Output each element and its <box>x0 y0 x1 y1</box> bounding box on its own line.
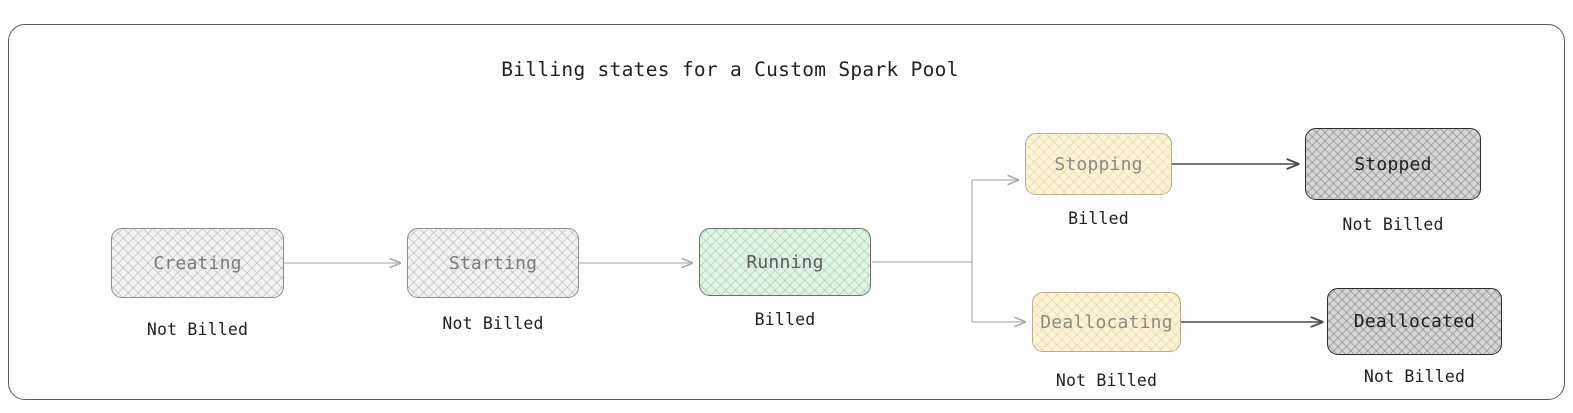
billing-caption-stopped: Not Billed <box>1342 215 1444 234</box>
billing-caption-running: Billed <box>754 310 816 329</box>
state-node-stopping[interactable]: Stopping <box>1025 133 1172 195</box>
state-node-deallocating[interactable]: Deallocating <box>1032 292 1181 352</box>
diagram-title: Billing states for a Custom Spark Pool <box>501 58 959 81</box>
state-node-starting[interactable]: Starting <box>407 228 579 298</box>
state-node-stopped[interactable]: Stopped <box>1305 128 1481 200</box>
billing-caption-stopping: Billed <box>1068 209 1129 228</box>
state-label-deallocated: Deallocated <box>1353 311 1476 332</box>
state-label-stopped: Stopped <box>1354 153 1432 175</box>
state-label-starting: Starting <box>448 252 538 274</box>
state-node-deallocated[interactable]: Deallocated <box>1327 288 1502 355</box>
state-label-running: Running <box>746 251 824 273</box>
billing-caption-starting: Not Billed <box>442 314 544 333</box>
state-label-deallocating: Deallocating <box>1040 311 1173 333</box>
state-label-stopping: Stopping <box>1054 153 1143 175</box>
diagram-frame <box>8 24 1565 400</box>
billing-caption-deallocated: Not Billed <box>1363 367 1466 386</box>
state-label-creating: Creating <box>153 252 242 274</box>
billing-caption-deallocating: Not Billed <box>1055 371 1158 390</box>
state-node-creating[interactable]: Creating <box>111 228 284 298</box>
billing-caption-creating: Not Billed <box>146 320 249 339</box>
state-node-running[interactable]: Running <box>699 228 871 296</box>
